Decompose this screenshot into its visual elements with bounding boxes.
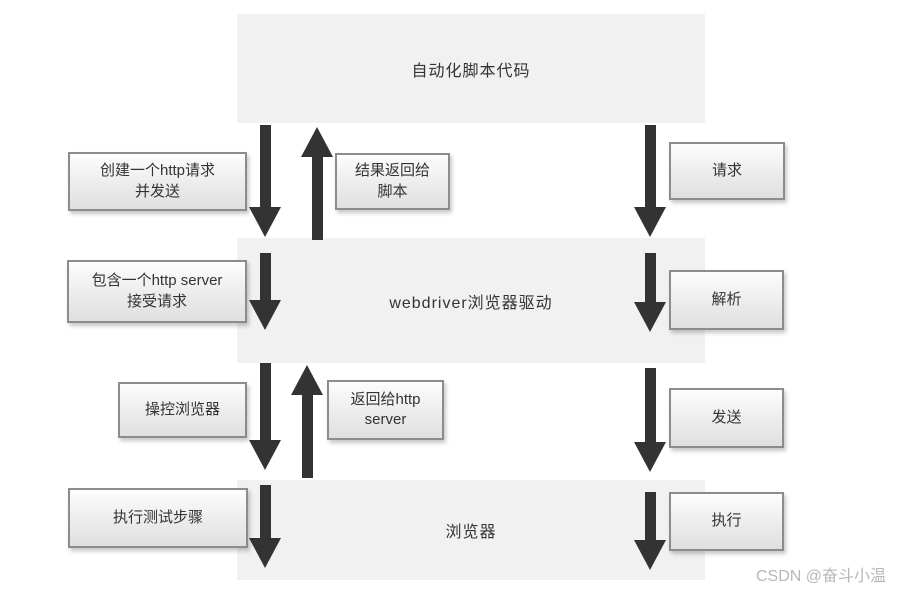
label-result-return-script: 结果返回给 脚本 xyxy=(335,153,450,210)
down-arrow-icon xyxy=(249,363,281,470)
up-arrow-icon xyxy=(301,127,333,240)
up-arrow-icon xyxy=(291,365,323,478)
down-arrow-icon xyxy=(249,125,281,237)
label-send: 发送 xyxy=(669,388,784,448)
label-return-http-server: 返回给http server xyxy=(327,380,444,440)
layer-browser: 浏览器 xyxy=(237,480,705,580)
label-request: 请求 xyxy=(669,142,785,200)
label-control-browser: 操控浏览器 xyxy=(118,382,247,438)
label-execute: 执行 xyxy=(669,492,784,551)
watermark: CSDN @奋斗小温 xyxy=(756,568,887,585)
down-arrow-icon xyxy=(249,485,281,568)
down-arrow-icon xyxy=(634,125,666,237)
label-parse: 解析 xyxy=(669,270,784,330)
label-execute-test-steps: 执行测试步骤 xyxy=(68,488,248,548)
label-contains-http-server: 包含一个http server 接受请求 xyxy=(67,260,247,323)
layer-script-code: 自动化脚本代码 xyxy=(237,14,705,123)
layer-webdriver-driver: webdriver浏览器驱动 xyxy=(237,238,705,363)
down-arrow-icon xyxy=(249,253,281,330)
down-arrow-icon xyxy=(634,492,666,570)
down-arrow-icon xyxy=(634,368,666,472)
down-arrow-icon xyxy=(634,253,666,332)
label-create-http-request: 创建一个http请求 并发送 xyxy=(68,152,247,211)
